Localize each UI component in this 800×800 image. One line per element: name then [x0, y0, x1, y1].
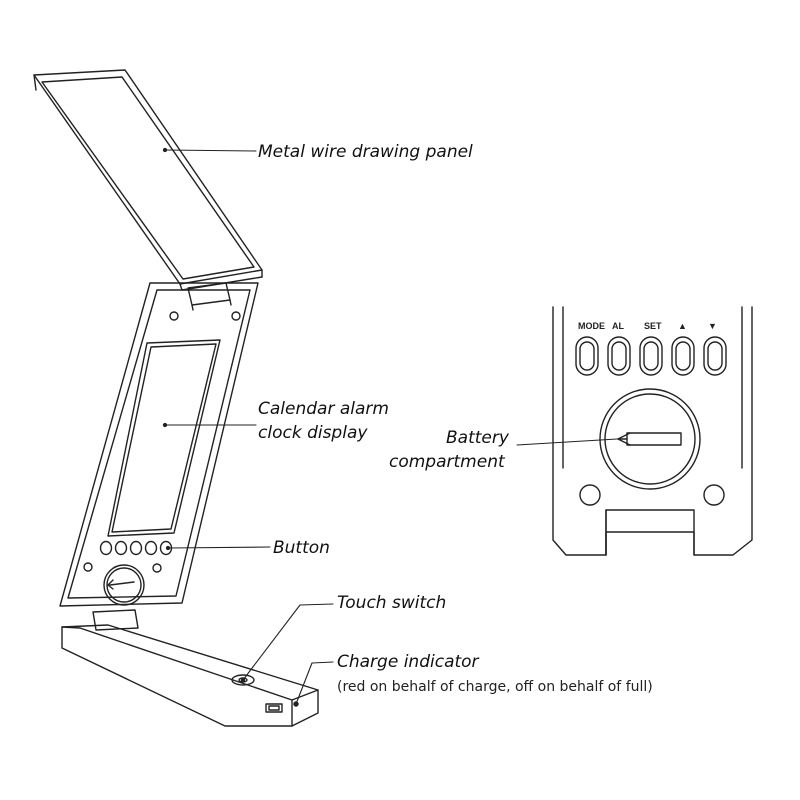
detail-view: [552, 306, 753, 556]
charge-indicator-note: (red on behalf of charge, off on behalf …: [337, 679, 653, 695]
button-label: Button: [273, 538, 330, 558]
charge-leader: [295, 661, 334, 705]
display-arm: [59, 282, 259, 631]
touch-switch-label: Touch switch: [337, 593, 447, 613]
display-label-line1: Calendar alarm: [258, 399, 389, 419]
battery-label-line1: Battery: [446, 428, 509, 448]
detail-label-mode: MODE: [578, 321, 605, 331]
metal-panel: [33, 69, 263, 291]
detail-label-down: ▼: [708, 321, 717, 331]
top-hinge: [187, 282, 232, 311]
touch-leader: [242, 603, 334, 681]
lamp-base: [61, 624, 319, 727]
detail-label-set: SET: [644, 321, 662, 331]
display-label-line2: clock display: [258, 423, 368, 443]
detail-label-up: ▲: [678, 321, 687, 331]
detail-label-al: AL: [612, 321, 624, 331]
battery-leader: [516, 438, 618, 446]
button-leader: [167, 546, 271, 549]
leader-lines: [162, 147, 618, 707]
battery-label-line2: compartment: [389, 452, 505, 472]
charge-indicator-label: Charge indicator: [337, 652, 479, 672]
panel-label: Metal wire drawing panel: [258, 142, 473, 162]
panel-leader: [164, 149, 257, 152]
